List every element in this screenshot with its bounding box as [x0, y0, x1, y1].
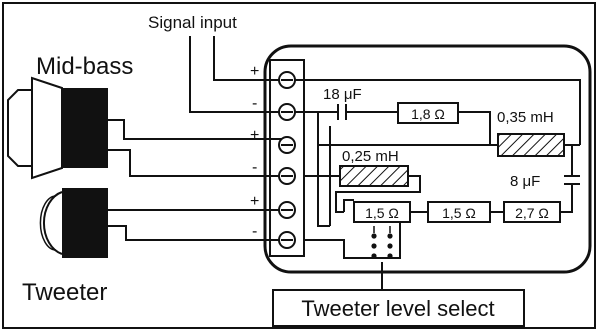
tweeter-icon: [39, 188, 108, 258]
signal-input-label: Signal input: [148, 13, 237, 32]
tweeter-level-select-box: [272, 289, 525, 327]
resistor-series-label: 2,7 Ω: [515, 205, 549, 221]
inductor-low: [339, 165, 409, 187]
wire-jumper-a: [317, 112, 330, 227]
resistor-level-1-label: 1,5 Ω: [365, 205, 399, 221]
terminal-plus-3: +: [250, 193, 259, 210]
inductor-low-label: 0,25 mH: [342, 148, 399, 165]
wire-signal-minus: [189, 36, 284, 113]
inductor-high: [497, 133, 565, 157]
capacitor-shunt-label: 8 μF: [510, 173, 540, 190]
terminal-minus-3: -: [252, 223, 257, 240]
level-select-jumper-icon[interactable]: [371, 226, 393, 259]
terminal-plus-1: +: [250, 63, 259, 80]
wire-mid-plus: [108, 119, 284, 140]
tweeter-label: Tweeter: [22, 279, 107, 306]
resistor-level-1: [353, 201, 411, 223]
resistor-input-label: 1,8 Ω: [411, 106, 445, 122]
wire-cap-shunt-bottom: [560, 184, 573, 213]
resistor-input: [397, 102, 459, 124]
wire-tweeter-level-ret: [304, 212, 401, 259]
wire-tweeter-minus: [108, 225, 284, 241]
tweeter-level-select-label: Tweeter level select: [301, 296, 494, 321]
capacitor-input-icon: [337, 104, 347, 120]
wire-signal-plus: [213, 36, 284, 81]
inductor-high-label: 0,35 mH: [497, 109, 554, 126]
wire-mid-minus: [108, 149, 284, 177]
resistor-level-2: [427, 201, 491, 223]
wire-chain-1: [343, 199, 354, 212]
mid-bass-speaker-icon: [7, 76, 108, 180]
resistor-level-2-label: 1,5 Ω: [442, 205, 476, 221]
terminal-block: [269, 59, 305, 257]
terminal-plus-2: +: [250, 127, 259, 144]
mid-bass-label: Mid-bass: [36, 53, 133, 80]
capacitor-shunt-icon: [564, 175, 580, 185]
terminal-screws: [278, 71, 296, 249]
wire-ind-low-out: [335, 175, 421, 213]
wire-res-to-node: [458, 111, 491, 145]
resistor-series: [503, 201, 561, 223]
terminal-minus-1: -: [252, 95, 257, 112]
wire-plus-to-right: [284, 79, 581, 145]
capacitor-input-label: 18 μF: [323, 86, 362, 103]
terminal-minus-2: -: [252, 159, 257, 176]
